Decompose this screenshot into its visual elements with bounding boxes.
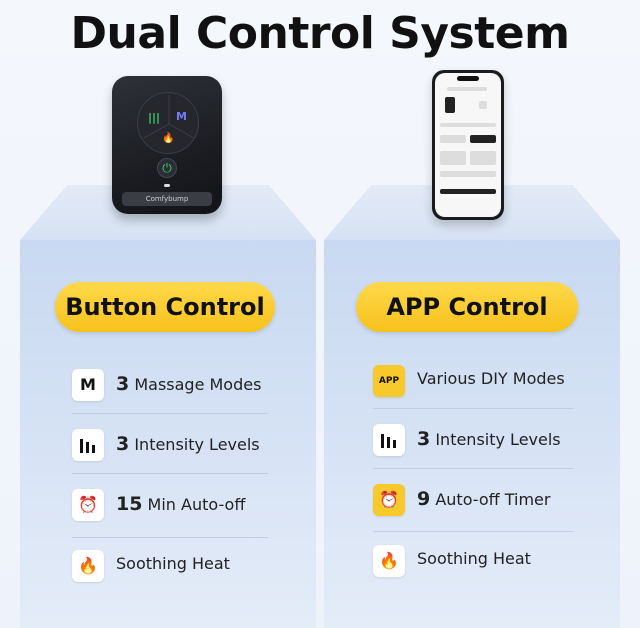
alarm-clock-icon: ⏰	[72, 489, 104, 521]
right-feature-intensity: 3 Intensity Levels	[373, 420, 613, 460]
feature-label: Intensity Levels	[435, 430, 561, 449]
right-feature-diy: APP Various DIY Modes	[373, 361, 613, 401]
power-button[interactable]: ⏻	[157, 158, 177, 178]
right-feature-timer: ⏰ 9 Auto-off Timer	[373, 480, 613, 520]
feature-value: 3	[417, 428, 431, 450]
app-screen	[435, 73, 501, 217]
status-led	[164, 184, 170, 187]
left-feature-modes: M 3 Massage Modes	[72, 365, 292, 405]
mode-icon: M	[72, 369, 104, 401]
feature-value: 3	[116, 433, 130, 455]
flame-icon: 🔥	[72, 550, 104, 582]
feature-value: 9	[417, 488, 431, 510]
brand-label: Comfybump	[122, 192, 212, 206]
remote-controller: ||| M 🔥 ⏻ Comfybump	[112, 76, 222, 214]
left-feature-auto-off: ⏰ 15 Min Auto-off	[72, 485, 292, 525]
alarm-clock-icon: ⏰	[373, 484, 405, 516]
feature-label: Soothing Heat	[417, 549, 531, 568]
right-feature-heat: 🔥 Soothing Heat	[373, 541, 613, 581]
smartphone	[432, 70, 504, 220]
feature-value: 3	[116, 373, 130, 395]
flame-icon: 🔥	[373, 545, 405, 577]
heat-button[interactable]: 🔥	[162, 133, 175, 144]
button-control-heading: Button Control	[55, 282, 275, 332]
page-title: Dual Control System	[70, 8, 570, 59]
intensity-button[interactable]: |||	[148, 111, 161, 124]
mode-button[interactable]: M	[176, 110, 187, 123]
app-icon: APP	[373, 365, 405, 397]
left-feature-heat: 🔥 Soothing Heat	[72, 546, 292, 586]
control-dial: ||| M 🔥	[137, 92, 199, 154]
intensity-icon	[373, 424, 405, 456]
feature-label: Massage Modes	[134, 375, 262, 394]
feature-label: Auto-off Timer	[435, 490, 551, 509]
feature-label: Intensity Levels	[134, 435, 260, 454]
left-feature-intensity: 3 Intensity Levels	[72, 425, 292, 465]
feature-label: Various DIY Modes	[417, 369, 565, 388]
feature-label: Soothing Heat	[116, 554, 230, 573]
feature-label: Min Auto-off	[147, 495, 246, 514]
app-control-heading: APP Control	[356, 282, 578, 332]
intensity-icon	[72, 429, 104, 461]
feature-value: 15	[116, 493, 143, 515]
